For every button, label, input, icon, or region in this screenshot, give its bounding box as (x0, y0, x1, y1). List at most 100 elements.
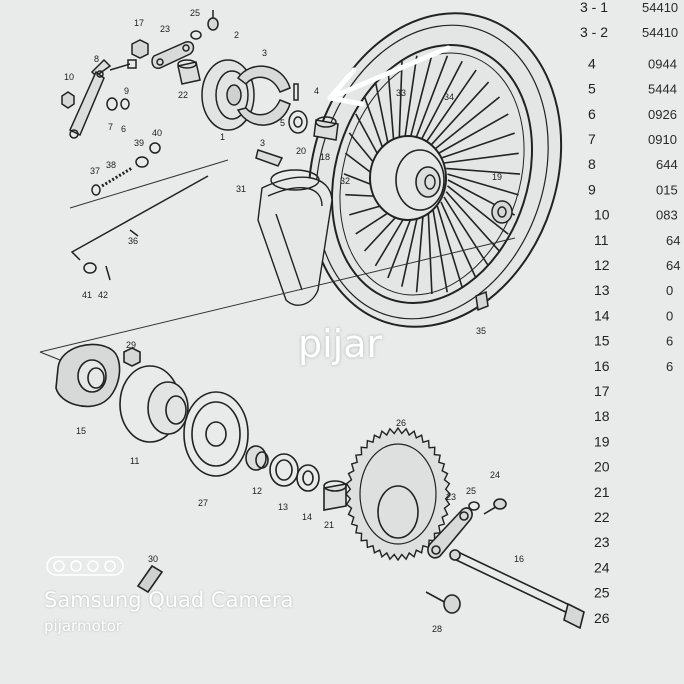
spoke (422, 69, 477, 147)
watermark-text: pijar (298, 322, 383, 366)
callout-26: 26 (396, 418, 406, 428)
inner-tube-drawing (257, 169, 333, 306)
parts-list-number: 26 (594, 610, 610, 626)
callout-7: 7 (108, 122, 113, 132)
callout-36: 36 (128, 236, 138, 246)
callout-3-mid: 3 (260, 138, 265, 148)
parts-list-code: 0 (666, 308, 673, 323)
spoke (447, 173, 519, 196)
callout-25-top: 25 (190, 8, 200, 18)
callout-11: 11 (130, 456, 139, 466)
marker-arrow (327, 45, 451, 107)
callout-28: 28 (432, 624, 442, 634)
parts-list-number: 7 (588, 131, 596, 147)
camera-user-label: pijarmotor (44, 617, 122, 635)
parts-list-number: 15 (594, 333, 610, 349)
callout-29: 29 (126, 340, 136, 350)
parts-list-code: 54410 (642, 0, 678, 15)
callout-8: 8 (94, 54, 99, 64)
lock-plate (183, 391, 249, 477)
parts-list-code: 64 (666, 258, 680, 273)
parts-list-code: 54410 (642, 25, 678, 40)
callout-23-top: 23 (160, 24, 170, 34)
callout-16: 16 (514, 554, 524, 564)
spoke (417, 60, 463, 147)
spoke (443, 196, 490, 267)
rear-axle (451, 551, 581, 617)
parts-list-number: 22 (594, 509, 610, 525)
brake-shoe-lower (236, 99, 291, 126)
callout-40: 40 (152, 128, 162, 138)
parts-list-code: 0944 (648, 56, 677, 71)
parts-list-number: 17 (594, 383, 610, 399)
parts-list-number: 10 (594, 207, 610, 223)
spoke (432, 209, 448, 293)
parts-list-code: 6 (666, 334, 673, 349)
callout-20: 20 (296, 146, 306, 156)
callout-13: 13 (278, 502, 288, 512)
parts-list-number: 20 (594, 459, 610, 475)
hub-bore (424, 174, 436, 190)
callout-22: 22 (178, 90, 188, 100)
spoke (436, 113, 509, 155)
parts-list-number: 21 (594, 484, 610, 500)
callout-23-bottom: 23 (446, 492, 456, 502)
callout-31: 31 (236, 184, 246, 194)
callout-14: 14 (302, 512, 312, 522)
spoke (406, 53, 433, 149)
callout-41: 41 (82, 290, 92, 300)
callout-17: 17 (134, 18, 144, 28)
camera-lens-icon (46, 556, 124, 576)
spoke (415, 213, 424, 293)
callout-27: 27 (198, 498, 208, 508)
callout-38: 38 (106, 160, 116, 170)
hub-body (395, 149, 445, 211)
callout-4: 4 (314, 86, 319, 96)
parts-list-code: 0 (666, 283, 673, 298)
parts-list-code: 644 (656, 157, 678, 172)
callout-42: 42 (98, 290, 108, 300)
parts-list-number: 8 (588, 156, 596, 172)
parts-list-code: 6 (666, 359, 673, 374)
parts-list-code: 0926 (648, 107, 677, 122)
callout-18: 18 (320, 152, 330, 162)
hub-flange (369, 135, 447, 221)
callout-9: 9 (124, 86, 129, 96)
callout-15: 15 (76, 426, 86, 436)
callout-34: 34 (444, 92, 454, 102)
callout-35: 35 (476, 326, 486, 336)
parts-list-number: 11 (594, 232, 609, 248)
parts-list-code: 5444 (648, 82, 677, 97)
callout-19: 19 (492, 172, 502, 182)
sprocket-inner-ring (359, 443, 437, 545)
spoke (412, 55, 449, 147)
parts-list-number: 19 (594, 433, 610, 449)
callout-33: 33 (396, 88, 406, 98)
callout-5: 5 (280, 118, 285, 128)
parts-list-number: 3 - 2 (580, 24, 608, 40)
spoke (440, 132, 515, 159)
parts-list-code: 64 (666, 233, 680, 248)
spoke (427, 211, 433, 295)
callout-39: 39 (134, 138, 144, 148)
sprocket-teeth (345, 426, 451, 562)
rim-inner (339, 52, 525, 296)
callout-1: 1 (220, 132, 225, 142)
parts-list-number: 4 (588, 55, 596, 71)
hub-center (415, 166, 441, 198)
rim-outer (331, 44, 533, 304)
parts-list-code: 083 (656, 208, 678, 223)
spoke (446, 167, 521, 175)
parts-list-number: 24 (594, 559, 610, 575)
parts-list-number: 23 (594, 534, 610, 550)
callout-3-top: 3 (262, 48, 267, 58)
parts-list-code: 0910 (648, 132, 677, 147)
callout-2: 2 (234, 30, 239, 40)
torque-arm-bottom (427, 507, 473, 559)
parts-list-number: 12 (594, 257, 610, 273)
brake-panel-group (61, 10, 513, 312)
parts-list-number: 18 (594, 408, 610, 424)
parts-list-number: 13 (594, 282, 610, 298)
spoke (427, 81, 490, 149)
